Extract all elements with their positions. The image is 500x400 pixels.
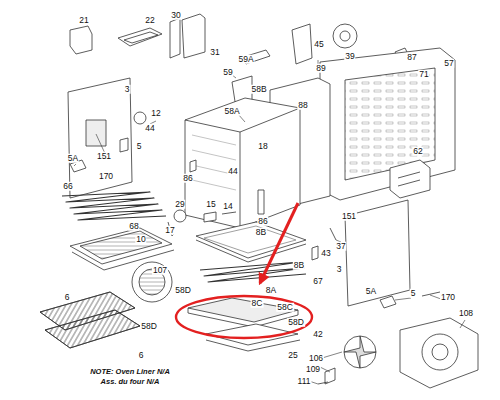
callout-number: 58B	[250, 85, 267, 94]
callout-number: 71	[418, 70, 429, 79]
callout-number: 62	[412, 147, 423, 156]
callout-number: 12	[150, 109, 161, 118]
callout-number: 29	[174, 200, 185, 209]
oven-rack	[45, 310, 140, 348]
callout-number: 18	[257, 142, 268, 151]
callout-number: 57	[443, 59, 454, 68]
callout-number: 87	[406, 53, 417, 62]
callout-number: 21	[78, 16, 89, 25]
broil-pan	[70, 228, 172, 264]
door-glass	[196, 222, 306, 258]
callout-number: 67	[312, 277, 323, 286]
fan-blade	[344, 336, 376, 368]
callout-number: 25	[287, 351, 298, 360]
callout-number: 170	[440, 293, 456, 302]
hidden-element	[200, 262, 306, 282]
callout-number: 14	[222, 202, 233, 211]
label-plate	[86, 120, 106, 146]
callout-number: 3	[124, 85, 131, 94]
light-socket	[134, 112, 146, 124]
callout-number: 37	[335, 242, 346, 251]
screw-part	[312, 228, 336, 260]
switch-bracket	[170, 14, 205, 58]
callout-number: 44	[227, 167, 238, 176]
fan-motor	[333, 24, 357, 48]
callout-number: 58D	[174, 286, 192, 295]
callout-number: 59	[222, 68, 233, 77]
callout-number: 5A	[67, 154, 79, 163]
callout-number: 86	[182, 174, 193, 183]
rear-panel	[320, 48, 455, 200]
callout-number: 89	[315, 64, 326, 73]
terminal-block	[390, 160, 430, 198]
callout-number: 58D	[140, 322, 158, 331]
callout-number: 8A	[265, 286, 277, 295]
bracket-part	[292, 24, 312, 64]
callout-number: 44	[144, 124, 155, 133]
callout-number: 31	[209, 48, 220, 57]
side-panel	[68, 78, 132, 198]
bracket-part	[70, 26, 92, 54]
probe-part	[258, 190, 264, 214]
bake-element	[62, 192, 166, 220]
callout-number: 5	[410, 289, 417, 298]
callout-number: 15	[205, 200, 216, 209]
highlight-circle	[176, 296, 312, 338]
callout-number: 108	[458, 309, 474, 318]
fan-motor	[400, 318, 478, 388]
callout-number: 6	[138, 351, 145, 360]
callout-number: 6	[64, 293, 71, 302]
callout-number: 58A	[223, 107, 240, 116]
callout-number: 17	[164, 226, 175, 235]
callout-number: 5A	[365, 287, 377, 296]
callout-number: 8C	[251, 299, 264, 308]
callout-number: 3	[336, 265, 343, 274]
callout-number: 66	[62, 182, 73, 191]
callout-number: 42	[312, 330, 323, 339]
fan-cover	[132, 262, 172, 302]
callout-number: 43	[320, 249, 331, 258]
callout-number: 58D	[287, 318, 305, 327]
callout-number: 22	[144, 16, 155, 25]
callout-number: 39	[344, 52, 355, 61]
callout-number: 170	[98, 172, 114, 181]
callout-number: 10	[135, 235, 146, 244]
callout-number: 151	[341, 212, 357, 221]
callout-number: 88	[297, 101, 308, 110]
callout-number: 107	[152, 266, 168, 275]
oven-cavity	[185, 98, 300, 228]
highlight-arrow	[260, 203, 298, 283]
note-text: NOTE: Oven Liner N/A	[89, 368, 171, 376]
callout-number: 8B	[293, 261, 305, 270]
sensor-part	[174, 210, 186, 222]
plate-part	[118, 28, 162, 46]
callout-number: 5	[136, 142, 143, 151]
callout-number: 106	[308, 354, 324, 363]
element-cover	[188, 298, 298, 322]
callout-number: 30	[170, 11, 181, 20]
callout-number: 151	[96, 152, 112, 161]
callout-number: 109	[305, 365, 321, 374]
callout-number: 8B	[255, 228, 267, 237]
callout-number: 58C	[276, 303, 294, 312]
note-text: Ass. du four N/A	[100, 378, 161, 386]
callout-number: 68	[128, 222, 139, 231]
small-clip	[190, 160, 196, 172]
callout-number: 86	[257, 217, 268, 226]
callout-number: 59A	[237, 55, 254, 64]
callout-number: 45	[313, 40, 324, 49]
callout-number: 111	[297, 377, 312, 386]
